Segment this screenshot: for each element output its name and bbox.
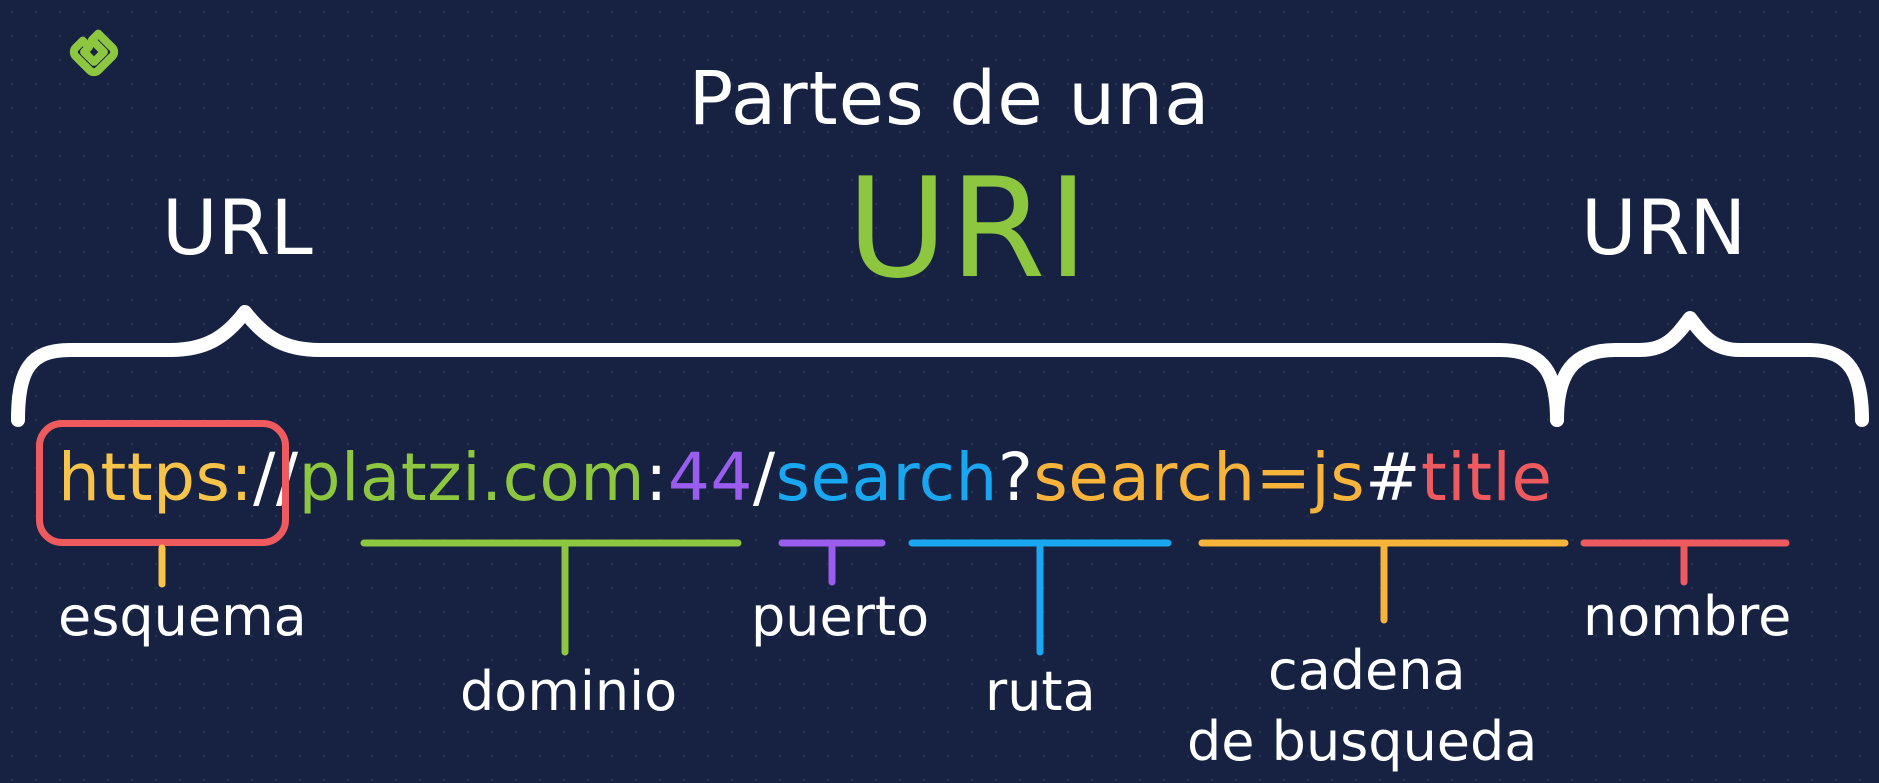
scheme-highlight-box xyxy=(36,420,289,546)
platzi-logo-icon xyxy=(69,29,119,77)
uri-port: 44 xyxy=(667,439,753,516)
title-line-1: Partes de una xyxy=(688,56,1211,142)
urn-brace xyxy=(1550,311,1869,427)
title-uri: URI xyxy=(846,148,1091,309)
uri-port-colon: : xyxy=(645,439,668,516)
uri-path: search xyxy=(775,439,998,516)
port-underline xyxy=(778,539,886,586)
label-path: ruta xyxy=(985,660,1096,723)
domain-underline xyxy=(360,539,742,656)
url-brace xyxy=(11,305,1564,427)
uri-query-mark: ? xyxy=(997,439,1034,516)
label-query-line-1: cadena xyxy=(1268,639,1466,702)
uri-domain: platzi.com xyxy=(298,439,646,516)
uri-scheme: https: xyxy=(58,439,254,516)
uri-fragment: title xyxy=(1420,439,1553,516)
uri-hash: # xyxy=(1365,439,1421,516)
label-scheme: esquema xyxy=(58,585,307,648)
query-underline xyxy=(1198,539,1569,624)
path-underline xyxy=(908,539,1172,656)
uri-slashes: // xyxy=(253,439,299,516)
fragment-underline xyxy=(1580,539,1790,586)
label-query-line-2: de busqueda xyxy=(1187,710,1538,773)
label-fragment: nombre xyxy=(1583,585,1792,648)
label-port: puerto xyxy=(751,585,930,648)
uri-example: https://platzi.com:44/search?search=js#t… xyxy=(58,445,1552,511)
urn-brace-label: URN xyxy=(1581,183,1747,272)
label-domain: dominio xyxy=(460,660,678,723)
uri-path-slash: / xyxy=(752,439,776,516)
url-brace-label: URL xyxy=(162,183,313,272)
uri-query: search=js xyxy=(1033,439,1366,516)
